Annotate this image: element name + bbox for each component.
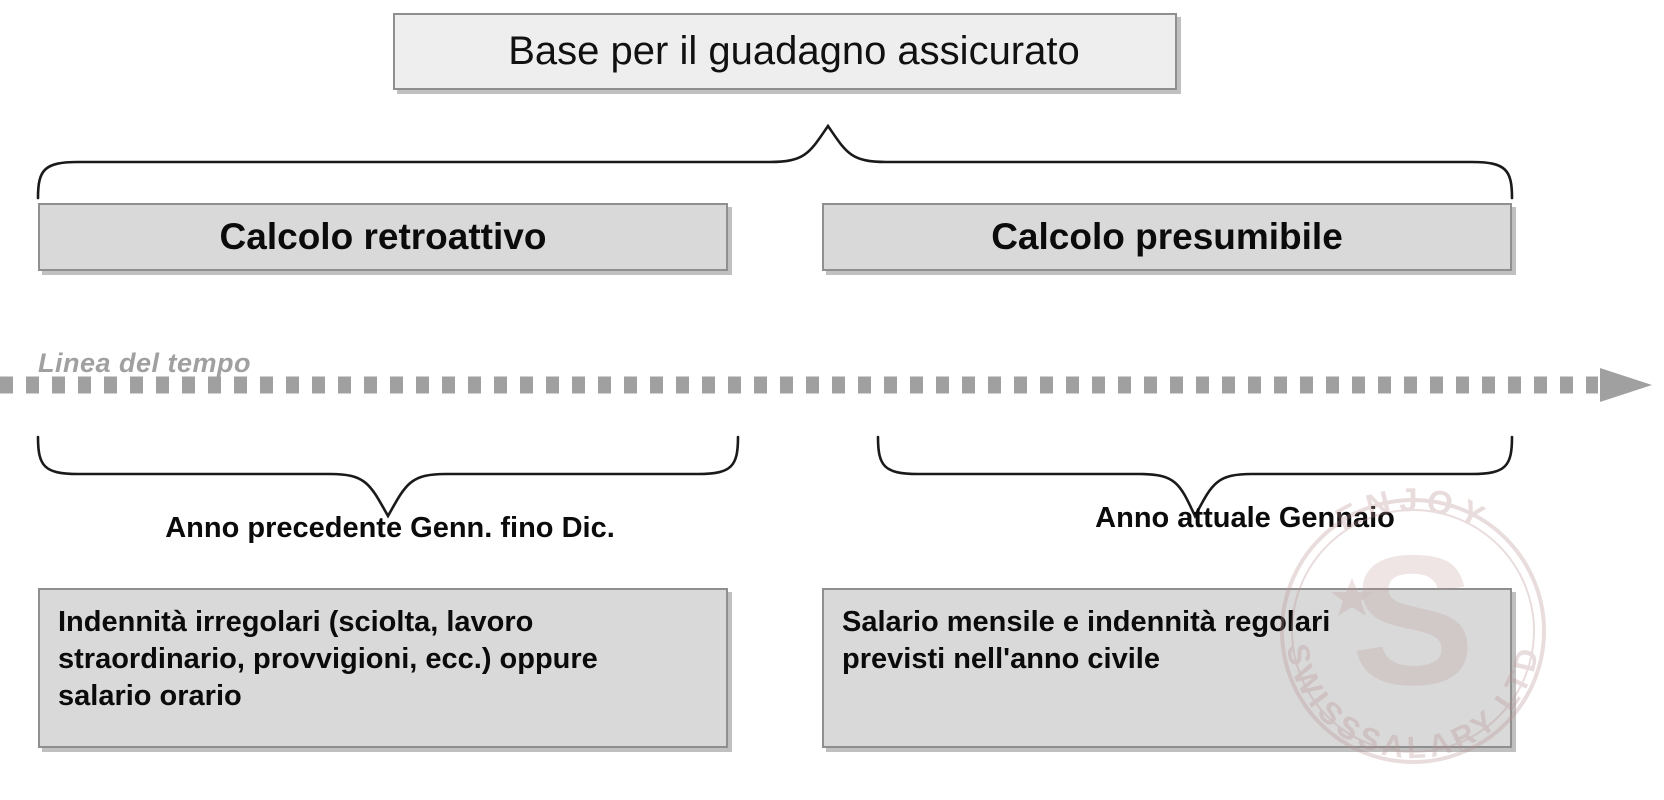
branch-box-label: Calcolo retroattivo (219, 216, 547, 257)
branch-box-label: Calcolo presumibile (991, 216, 1343, 257)
detail-box-regular-salary: Salario mensile e indennità regolari pre… (822, 588, 1512, 748)
title-box: Base per il guadagno assicurato (393, 13, 1177, 90)
branch-box-calcolo-retroattivo: Calcolo retroattivo (38, 203, 728, 271)
top-brace (36, 123, 1514, 200)
detail-box-label: Salario mensile e indennità regolari pre… (842, 606, 1331, 676)
timeline-label: Linea del tempo (38, 348, 252, 378)
detail-box-irregular-allowances: Indennità irregolari (sciolta, lavoro st… (38, 588, 728, 748)
period-label-previous-year: Anno precedente Genn. fino Dic. (165, 512, 615, 544)
title-box-label: Base per il guadagno assicurato (508, 29, 1080, 73)
branch-box-calcolo-presumibile: Calcolo presumibile (822, 203, 1512, 271)
timeline-arrow (0, 368, 1652, 402)
brace-previous-year (36, 435, 740, 519)
period-label-current-year: Anno attuale Gennaio (1095, 502, 1395, 534)
detail-box-label: Indennità irregolari (sciolta, lavoro st… (58, 606, 598, 713)
timeline-arrowhead-icon (1600, 368, 1652, 402)
